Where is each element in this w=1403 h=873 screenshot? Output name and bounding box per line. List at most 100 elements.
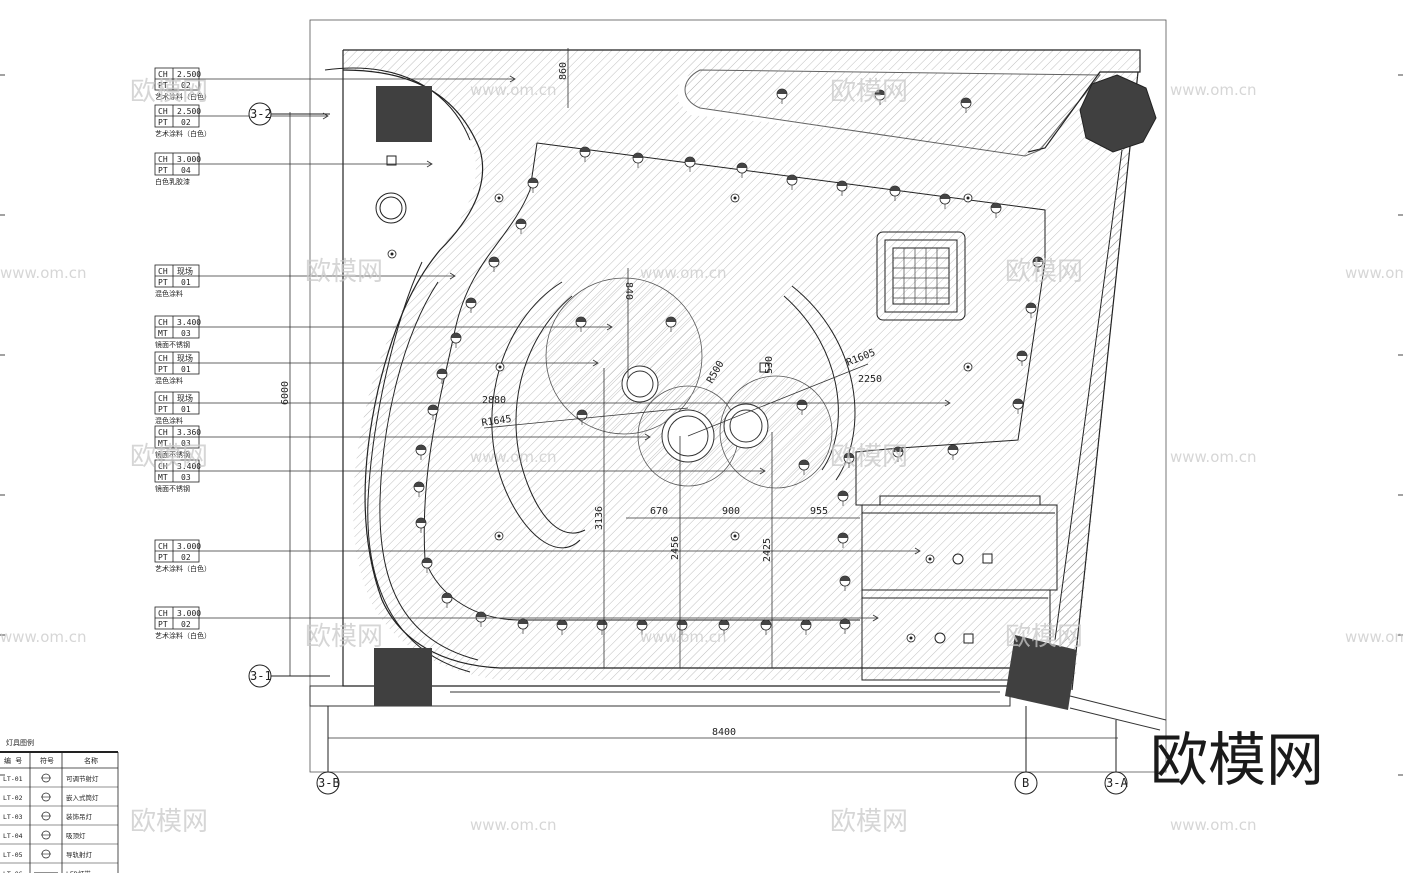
tag-key: CH xyxy=(158,462,168,471)
legend-header-code: 编 号 xyxy=(4,756,22,765)
downlight-icon xyxy=(798,459,810,475)
downlight-icon xyxy=(415,444,427,460)
tag-note: 艺术涂料（白色） xyxy=(155,631,211,640)
tag-key: PT xyxy=(158,278,168,287)
dim-8400: 8400 xyxy=(712,727,736,738)
tag-note: 镜面不锈钢 xyxy=(155,450,190,459)
dim-2250: 2250 xyxy=(858,374,882,385)
tag-value: 3.000 xyxy=(177,609,201,618)
dim-860: 860 xyxy=(558,62,569,80)
downlight-icon xyxy=(796,399,808,415)
downlight-icon xyxy=(874,89,886,105)
tag-key: MT xyxy=(158,473,168,482)
watermark-site: www.om.cn xyxy=(470,816,557,834)
tag-value: 3.000 xyxy=(177,542,201,551)
watermark-site: www.om.cn xyxy=(1345,628,1403,646)
watermark-site: www.om.cn xyxy=(640,628,727,646)
tag-note: 艺术涂料（白色） xyxy=(155,129,211,138)
dim-900: 900 xyxy=(722,506,740,517)
tag-note: 镜面不锈钢 xyxy=(155,484,190,493)
recessed-light-icon xyxy=(963,193,973,203)
dim-r1645: R1645 xyxy=(481,414,512,429)
downlight-icon xyxy=(427,404,439,420)
room-walls xyxy=(324,49,1141,691)
watermark-site: www.om.cn xyxy=(0,264,87,282)
legend-code: LT-01 xyxy=(3,775,23,783)
edge-ticks xyxy=(0,74,1403,776)
tag-value: 01 xyxy=(181,405,191,414)
pendant-light xyxy=(375,192,407,224)
column xyxy=(1005,635,1077,710)
tag-note: 艺术涂料（白色） xyxy=(155,92,211,101)
downlight-icon xyxy=(800,619,812,635)
tag-value: 04 xyxy=(181,166,191,175)
tag-key: PT xyxy=(158,553,168,562)
downlight-icon xyxy=(441,592,453,608)
watermark-brand: 欧模网 xyxy=(830,77,908,107)
light-fixtures xyxy=(413,88,1044,635)
tag-value: 3.000 xyxy=(177,155,201,164)
downlight-icon xyxy=(575,316,587,332)
recessed-light-icon xyxy=(906,633,916,643)
tag-value: 现场 xyxy=(177,354,193,363)
legend-name: 可调节射灯 xyxy=(66,774,99,783)
recessed-light-icon xyxy=(494,193,504,203)
watermark-site: www.om.cn xyxy=(470,448,557,466)
legend-code: LT-04 xyxy=(3,832,23,840)
downlight-icon xyxy=(990,202,1002,218)
legend-symbol-icon xyxy=(41,849,51,859)
downlight-icon xyxy=(517,618,529,634)
pendant-light-inner xyxy=(379,196,403,220)
section-markers xyxy=(386,155,993,644)
downlight-icon xyxy=(527,177,539,193)
axis-3-b: 3-B xyxy=(318,776,340,790)
downlight-icon xyxy=(576,409,588,425)
legend-name: 吸顶灯 xyxy=(66,831,86,840)
tag-value: 02 xyxy=(181,620,191,629)
legend-code: LT-03 xyxy=(3,813,23,821)
downlight-icon xyxy=(436,368,448,384)
column xyxy=(376,86,432,142)
downlight-icon xyxy=(947,444,959,460)
tag-value: 现场 xyxy=(177,394,193,403)
recessed-lights xyxy=(387,193,973,643)
ac-unit xyxy=(876,231,966,321)
downlight-icon xyxy=(421,557,433,573)
tag-value: 2.500 xyxy=(177,107,201,116)
downlight-icon xyxy=(665,316,677,332)
tag-value: 03 xyxy=(181,329,191,338)
downlight-icon xyxy=(515,218,527,234)
ceiling-edge xyxy=(536,142,1046,506)
downlight-icon xyxy=(636,619,648,635)
downlight-icon xyxy=(488,256,500,272)
dim-670: 670 xyxy=(650,506,668,517)
watermark-brand: 欧模网 xyxy=(305,622,383,652)
legend-symbol-icon xyxy=(41,811,51,821)
tag-key: CH xyxy=(158,155,168,164)
legend-code: LT-06 xyxy=(3,870,23,873)
recessed-light-icon xyxy=(730,531,740,541)
tag-key: PT xyxy=(158,620,168,629)
downlight-icon xyxy=(786,174,798,190)
tag-key: CH xyxy=(158,318,168,327)
dim-3136: 3136 xyxy=(594,506,605,530)
column-round xyxy=(1079,74,1157,153)
watermark-site: www.om.cn xyxy=(1170,448,1257,466)
tag-key: PT xyxy=(158,405,168,414)
downlight-icon xyxy=(892,446,904,462)
downlight-icon xyxy=(889,185,901,201)
watermark-site: www.om.cn xyxy=(640,264,727,282)
downlight-icon xyxy=(465,297,477,313)
dim-530: 530 xyxy=(764,356,775,374)
downlight-icon xyxy=(1012,398,1024,414)
